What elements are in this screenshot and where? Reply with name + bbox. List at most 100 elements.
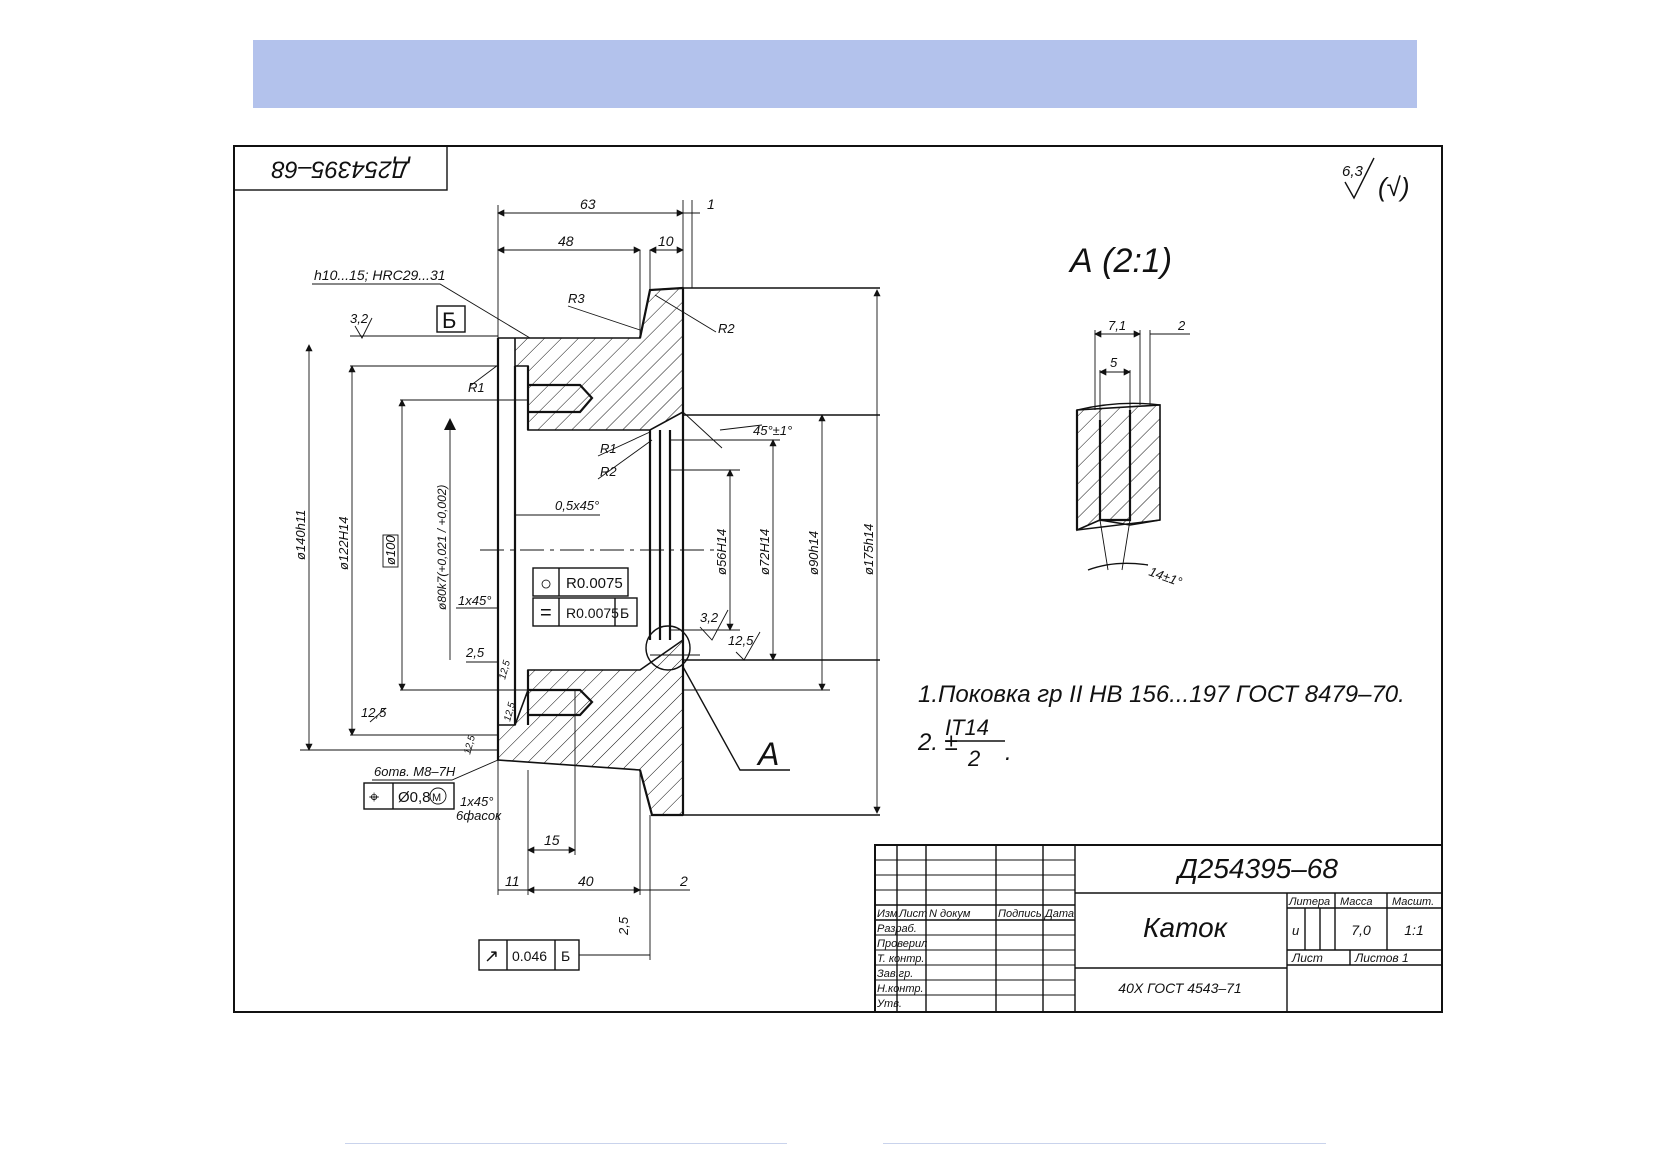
note-2-denominator: 2 bbox=[967, 746, 980, 771]
svg-text:40: 40 bbox=[578, 873, 594, 889]
svg-text:ø122H14: ø122H14 bbox=[336, 517, 351, 570]
general-roughness: 6,3 (√) bbox=[1342, 157, 1410, 202]
svg-text:M: M bbox=[432, 792, 441, 804]
title-block-part-name: Каток bbox=[1143, 912, 1229, 943]
svg-text:Разраб.: Разраб. bbox=[877, 923, 917, 935]
svg-text:Зав.гр.: Зав.гр. bbox=[877, 968, 913, 980]
svg-text:2,5: 2,5 bbox=[616, 916, 631, 936]
svg-text:Б: Б bbox=[620, 605, 629, 621]
part-section: А bbox=[480, 286, 880, 817]
svg-text:Б: Б bbox=[561, 948, 570, 964]
svg-text:ø56H14: ø56H14 bbox=[714, 529, 729, 575]
tolerance-runout: ↗ 0.046 Б 2,5 bbox=[478, 916, 650, 971]
svg-text:12,5: 12,5 bbox=[497, 659, 513, 681]
svg-text:Лист: Лист bbox=[898, 908, 927, 920]
header-banner bbox=[253, 40, 1417, 108]
svg-text:6отв. М8–7Н: 6отв. М8–7Н bbox=[374, 764, 456, 779]
left-annotations: h10...15; HRC29...31 3,2 Б R1 R3 R2 bbox=[312, 267, 735, 395]
svg-text:↗: ↗ bbox=[484, 946, 499, 966]
svg-text:Масса: Масса bbox=[1340, 896, 1373, 908]
svg-text:2: 2 bbox=[1177, 318, 1186, 333]
sheet-frame bbox=[233, 145, 1443, 1013]
svg-text:0,5x45°: 0,5x45° bbox=[555, 498, 599, 513]
svg-text:12,5: 12,5 bbox=[728, 633, 754, 648]
svg-text:Проверил: Проверил bbox=[877, 938, 927, 950]
tolerance-parallel: = R0.0075 Б bbox=[532, 597, 638, 627]
svg-text:ø72H14: ø72H14 bbox=[757, 529, 772, 575]
svg-text:63: 63 bbox=[580, 196, 596, 212]
svg-text:6фасок: 6фасок bbox=[456, 808, 502, 823]
datum-b: Б bbox=[442, 308, 456, 333]
title-block-doc-number: Д254395–68 bbox=[1175, 853, 1338, 884]
svg-text:R1: R1 bbox=[600, 441, 617, 456]
svg-text:7,1: 7,1 bbox=[1108, 318, 1126, 333]
svg-text:R0.0075: R0.0075 bbox=[566, 605, 619, 621]
svg-text:ø100: ø100 bbox=[383, 535, 398, 565]
bottom-dimensions: 1x45° 6фасок 15 11 40 2 bbox=[456, 690, 690, 960]
tolerance-position: 6отв. М8–7Н ⌖ Ø0,8 M bbox=[363, 759, 499, 810]
svg-text:3,2: 3,2 bbox=[350, 311, 369, 326]
svg-text:ø80k7(+0,021 / +0,002): ø80k7(+0,021 / +0,002) bbox=[435, 485, 449, 610]
svg-text:Изм: Изм bbox=[877, 908, 898, 920]
svg-text:14±1°: 14±1° bbox=[1147, 564, 1184, 590]
svg-text:R3: R3 bbox=[568, 291, 585, 306]
svg-text:2,5: 2,5 bbox=[465, 645, 485, 660]
note-1: 1.Поковка гр II НВ 156...197 ГОСТ 8479–7… bbox=[918, 681, 1405, 708]
middle-annotations: 45°±1° R1 R2 0,5x45° 1x45° 2,5 12,5 12,5… bbox=[361, 411, 792, 756]
technical-notes: 1.Поковка гр II НВ 156...197 ГОСТ 8479–7… bbox=[917, 681, 1405, 771]
footer-divider-left bbox=[345, 1143, 787, 1144]
svg-text:5: 5 bbox=[1110, 355, 1118, 370]
svg-text:ø175h14: ø175h14 bbox=[861, 524, 876, 575]
title-block-scale: 1:1 bbox=[1404, 922, 1423, 938]
svg-text:11: 11 bbox=[505, 873, 520, 889]
svg-text:N докум: N докум bbox=[929, 908, 971, 920]
svg-text:Литера: Литера bbox=[1288, 896, 1330, 908]
svg-text:ø90h14: ø90h14 bbox=[806, 531, 821, 575]
svg-text:Лист: Лист bbox=[1291, 951, 1323, 965]
svg-text:Листов 1: Листов 1 bbox=[1354, 951, 1409, 965]
note-2-prefix: 2. ± bbox=[917, 729, 958, 756]
svg-text:2: 2 bbox=[679, 873, 688, 889]
svg-text:R2: R2 bbox=[718, 321, 735, 336]
svg-text:Н.контр.: Н.контр. bbox=[877, 983, 924, 995]
svg-text:0.046: 0.046 bbox=[512, 948, 547, 964]
title-block: Изм Лист N докум Подпись Дата Разраб. Пр… bbox=[874, 844, 1443, 1013]
svg-text:=: = bbox=[540, 602, 552, 624]
svg-text:Подпись: Подпись bbox=[998, 908, 1042, 920]
svg-text:R0.0075: R0.0075 bbox=[566, 575, 623, 592]
svg-text:Масшт.: Масшт. bbox=[1392, 896, 1434, 908]
svg-text:12,5: 12,5 bbox=[502, 701, 518, 723]
title-block-material: 40Х ГОСТ 4543–71 bbox=[1118, 980, 1241, 996]
svg-text:15: 15 bbox=[544, 832, 560, 848]
svg-text:⌖: ⌖ bbox=[369, 787, 379, 807]
svg-text:10: 10 bbox=[658, 233, 674, 249]
svg-text:R1: R1 bbox=[468, 380, 485, 395]
detail-title: А (2:1) bbox=[1068, 242, 1172, 280]
detail-a: А (2:1) 7,1 2 5 14±1° bbox=[1068, 242, 1190, 589]
vertical-dimensions: ø140h11 ø122H14 ø100 ø80k7(+0,021 / +0,0… bbox=[293, 289, 881, 814]
section-a-label: А bbox=[756, 736, 779, 772]
svg-text:6,3: 6,3 bbox=[1342, 163, 1364, 180]
svg-text:12,5: 12,5 bbox=[361, 705, 387, 720]
svg-text:Утв.: Утв. bbox=[876, 998, 902, 1010]
note-2-period: . bbox=[1005, 739, 1012, 766]
footer-divider-right bbox=[883, 1143, 1326, 1144]
svg-text:1x45°: 1x45° bbox=[460, 794, 493, 809]
svg-text:3,2: 3,2 bbox=[700, 610, 719, 625]
svg-text:1: 1 bbox=[707, 196, 715, 212]
rotated-stamp-text: Д254395–68 bbox=[271, 156, 412, 183]
tolerance-roundness: ○ R0.0075 bbox=[532, 567, 629, 597]
note-2-numerator: IT14 bbox=[945, 715, 989, 740]
svg-text:45°±1°: 45°±1° bbox=[753, 423, 792, 438]
svg-text:12,5: 12,5 bbox=[462, 734, 478, 756]
svg-text:○: ○ bbox=[540, 573, 552, 595]
title-block-mass: 7,0 bbox=[1351, 922, 1371, 938]
svg-text:1x45°: 1x45° bbox=[458, 593, 491, 608]
hardness-label: h10...15; HRC29...31 bbox=[314, 267, 446, 283]
svg-text:и: и bbox=[1292, 923, 1299, 938]
svg-text:Дата: Дата bbox=[1043, 908, 1074, 920]
svg-text:Ø0,8: Ø0,8 bbox=[398, 789, 431, 806]
svg-text:ø140h11: ø140h11 bbox=[293, 510, 308, 560]
svg-text:48: 48 bbox=[558, 233, 574, 249]
